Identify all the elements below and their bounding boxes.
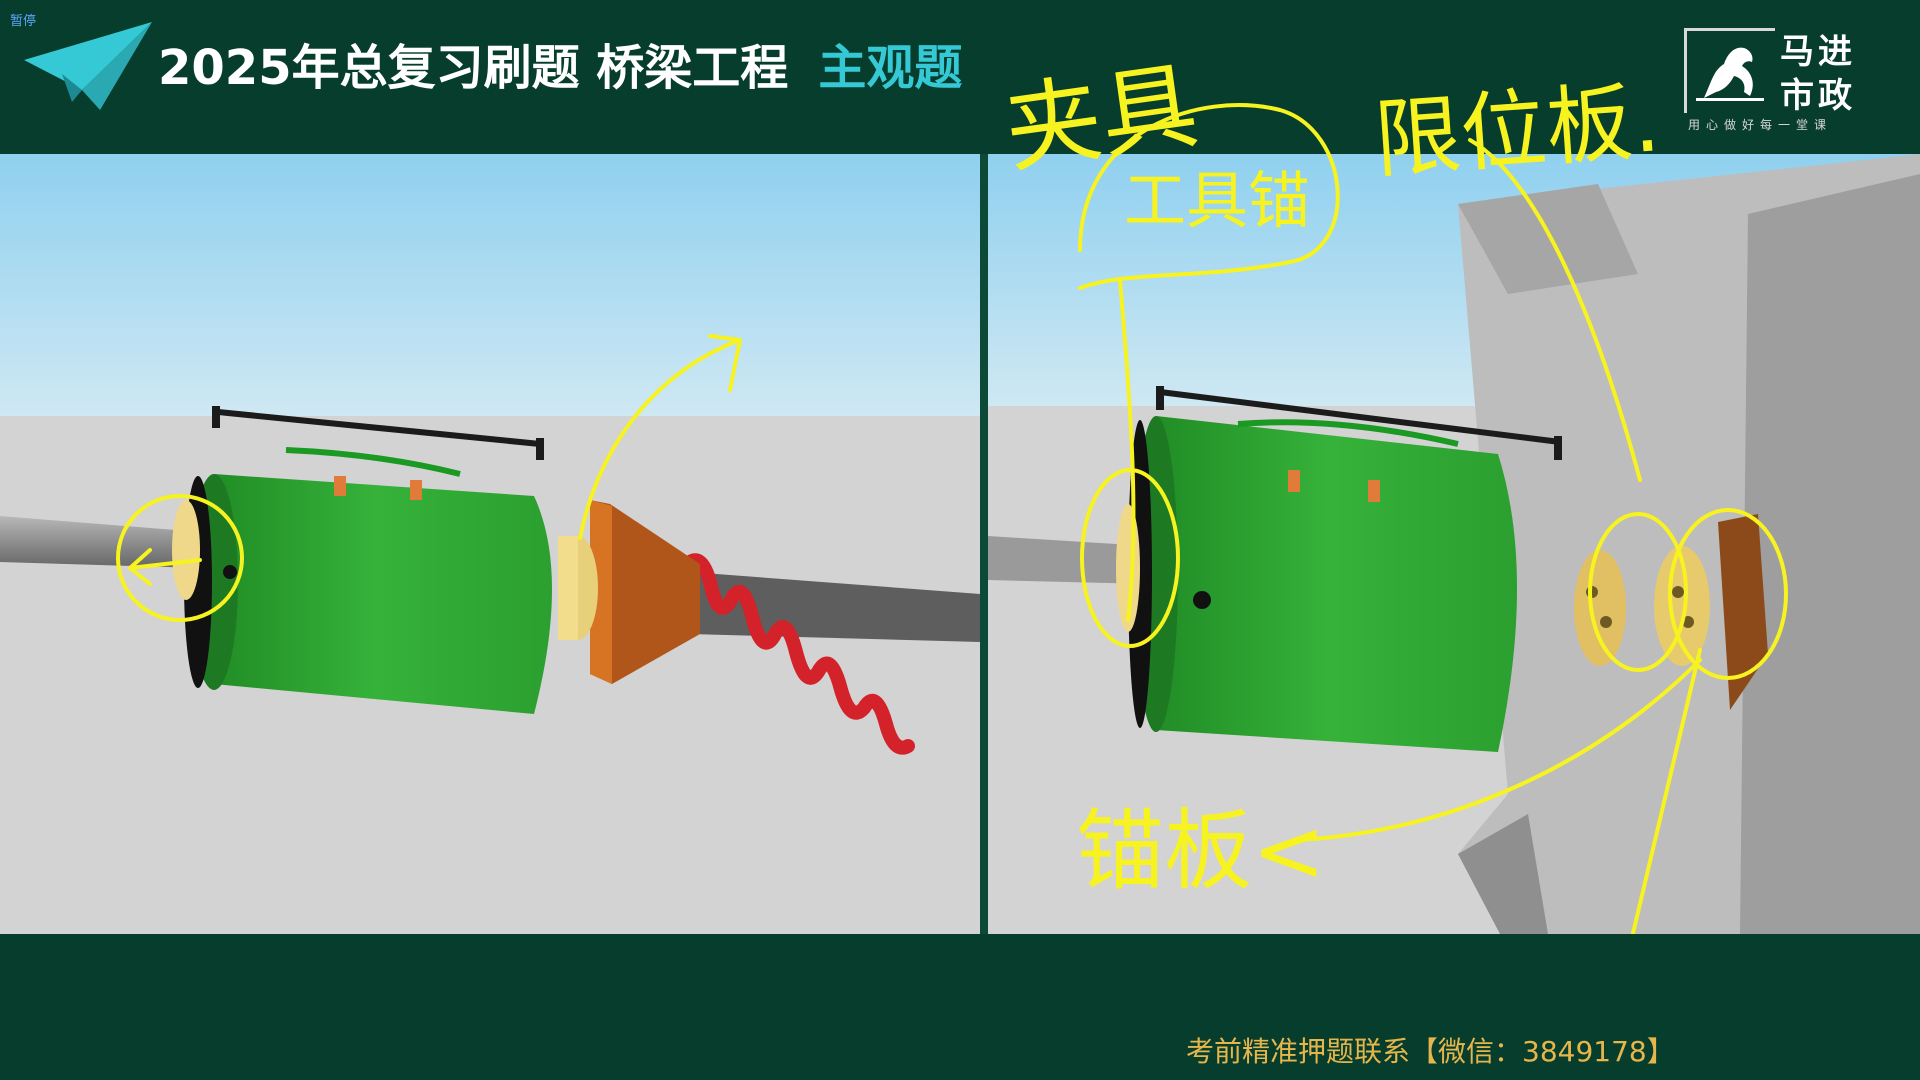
paused-indicator[interactable]: 暂停 xyxy=(10,14,37,29)
anchor-bearing xyxy=(590,500,700,684)
brand-name-line2: 市政 xyxy=(1780,76,1856,116)
annotation-tool-anchor: 工具锚 xyxy=(1124,164,1311,237)
annotation-anchor-plate: 锚板< xyxy=(1076,799,1326,902)
concrete-beam-end xyxy=(1458,154,1920,934)
tool-anchor-left xyxy=(172,500,200,600)
panel-divider xyxy=(980,154,988,934)
brand-name-line1: 马进 xyxy=(1780,32,1856,72)
page-title: 2025年总复习刷题 桥梁工程 主观题 xyxy=(158,28,962,98)
header-bar: 暂停 2025年总复习刷题 桥梁工程 主观题 马进 市政 用心做好每一堂课 xyxy=(0,0,1920,152)
duct xyxy=(690,572,980,642)
horse-icon xyxy=(1696,47,1764,101)
work-anchor-2 xyxy=(1654,546,1710,666)
spiral-rebar xyxy=(683,553,915,755)
contact-text: 考前精准押题联系【微信：3849178】 xyxy=(1186,1035,1675,1068)
tool-anchor-right xyxy=(1116,504,1140,632)
title-accent: 主观题 xyxy=(818,40,963,96)
brand-slogan: 用心做好每一堂课 xyxy=(1688,118,1833,132)
sky xyxy=(0,154,980,416)
prestress-jack-scene-left xyxy=(0,154,980,934)
title-main: 2025年总复习刷题 桥梁工程 xyxy=(158,40,789,96)
annotation-limit-plate: 限位板. xyxy=(1371,71,1664,191)
brand-frame xyxy=(1684,28,1775,113)
scene-panel-left xyxy=(0,154,980,934)
footer-bar: 考前精准押题联系【微信：3849178】 xyxy=(0,934,1920,1080)
work-anchor-1 xyxy=(1574,550,1626,666)
brand-logo: 马进 市政 用心做好每一堂课 xyxy=(1684,24,1874,142)
paper-plane-icon xyxy=(24,22,152,110)
